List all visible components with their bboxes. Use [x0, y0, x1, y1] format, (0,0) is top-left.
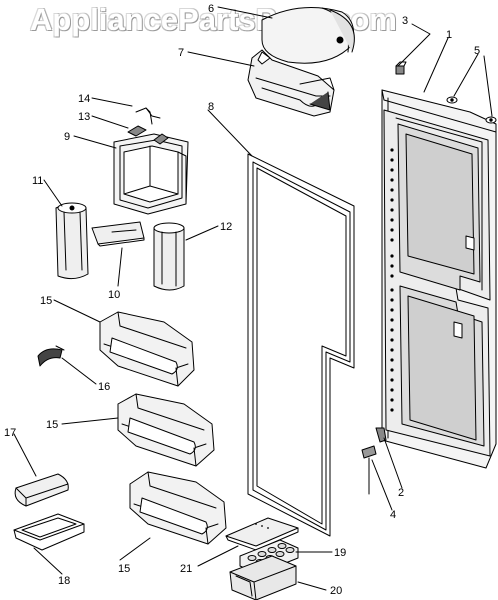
callout-10: 10 [108, 289, 120, 301]
part-4-screw [361, 445, 377, 495]
callout-20: 20 [330, 585, 342, 597]
part-3-plug [395, 61, 407, 75]
part-9-housing [113, 133, 189, 215]
part-15-bin-a [99, 311, 195, 387]
callout-4: 4 [390, 509, 396, 521]
callout-16: 16 [98, 381, 110, 393]
callout-12: 12 [220, 221, 232, 233]
callout-5: 5 [474, 45, 480, 57]
callout-1: 1 [446, 29, 452, 41]
callout-19: 19 [334, 547, 346, 559]
part-6-cover [261, 7, 355, 64]
callout-9: 9 [64, 131, 70, 143]
part-17-lid [14, 473, 69, 507]
callout-13: 13 [78, 111, 90, 123]
callout-17: 17 [4, 427, 16, 439]
callout-18: 18 [58, 575, 70, 587]
leader-lines [13, 6, 493, 591]
callout-11: 11 [32, 175, 43, 187]
callout-21: 21 [180, 563, 192, 575]
callout-14: 14 [78, 93, 90, 105]
part-10-tray [91, 221, 145, 247]
callout-6: 6 [208, 3, 214, 15]
callout-2: 2 [398, 487, 404, 499]
callout-15-b: 15 [46, 419, 58, 431]
callout-8: 8 [208, 101, 214, 113]
callout-numbers: 6 7 3 1 5 8 14 13 9 11 12 10 15 16 15 17… [4, 3, 480, 597]
part-1-door [381, 89, 497, 469]
part-15-bin-b [117, 393, 215, 467]
part-16-clip [37, 345, 65, 367]
part-18-tray [13, 513, 85, 551]
part-11-cylinder [55, 202, 89, 280]
part-12-cylinder [153, 222, 185, 291]
part-7-bin [247, 49, 335, 117]
callout-7: 7 [178, 47, 184, 59]
callout-3: 3 [402, 15, 408, 27]
callout-15-a: 15 [40, 295, 52, 307]
callout-15-c: 15 [118, 563, 130, 575]
part-5-screws [446, 96, 497, 124]
part-2-bracket [375, 427, 387, 443]
part-13-14-hinge [127, 107, 169, 145]
part-20-bin [229, 555, 297, 600]
part-8-gasket [247, 153, 355, 537]
part-15-bin-c [129, 471, 227, 545]
